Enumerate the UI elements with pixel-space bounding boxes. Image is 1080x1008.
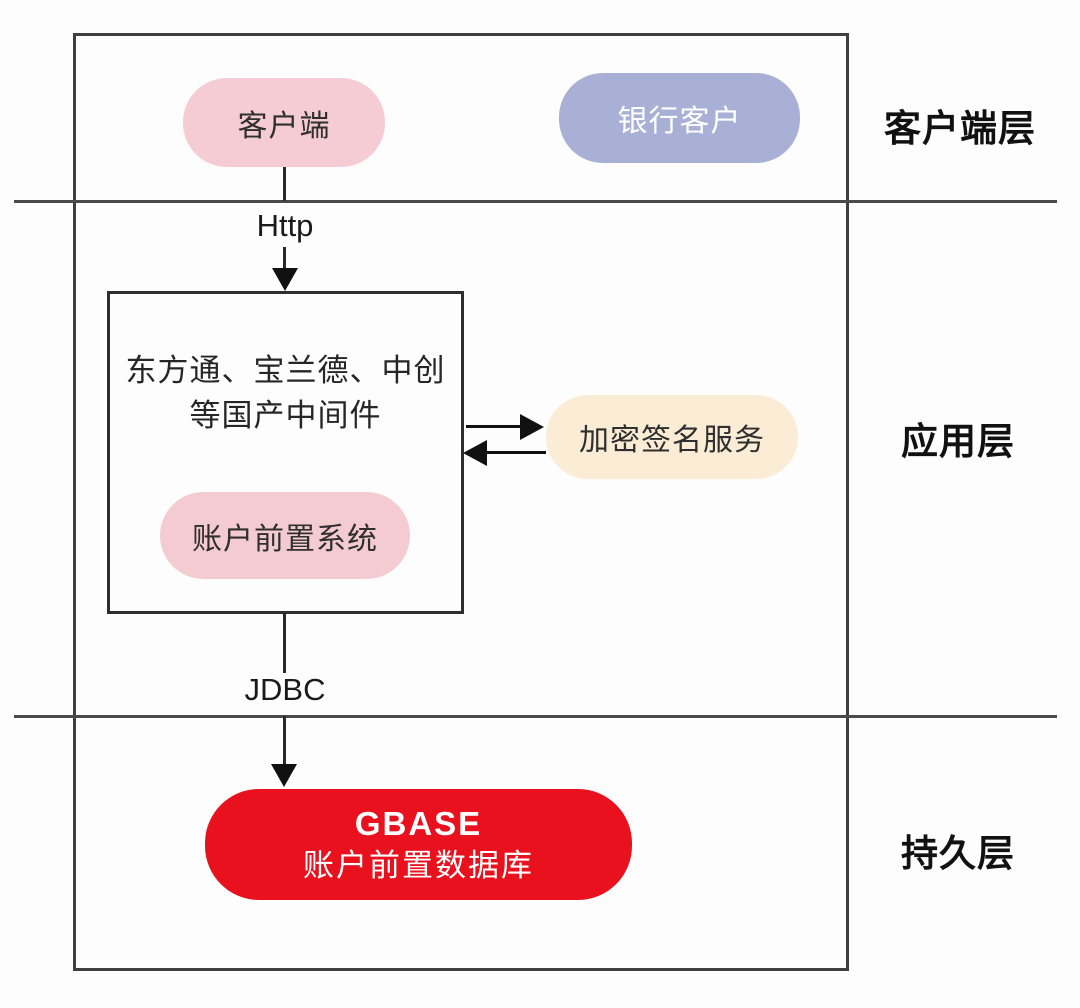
account-front-system-node: 账户前置系统 [160,492,410,579]
arrowhead-left-icon [463,440,487,466]
arrowhead-right-icon [520,414,544,440]
outer-boundary-rect [73,33,849,971]
bank-customer-node: 银行客户 [559,73,800,163]
arrowhead-down-http-icon [272,268,298,291]
account-front-system-label: 账户前置系统 [192,522,378,556]
connector-client-to-http [283,167,286,201]
middleware-box-text: 东方通、宝兰德、中创 等国产中间件 [107,348,464,438]
http-edge-label: Http [256,208,314,243]
connector-http-to-box [283,247,286,271]
gbase-database-node: GBASE 账户前置数据库 [205,789,632,900]
connector-crypto-to-box [487,451,546,454]
client-node-label: 客户端 [237,109,331,143]
layer-separator-bottom [14,715,1057,718]
middleware-line2: 等国产中间件 [189,398,382,433]
persistence-layer-label: 持久层 [901,833,1015,874]
arrowhead-down-jdbc-icon [271,764,297,787]
gbase-database-subtitle: 账户前置数据库 [303,847,534,883]
crypto-sign-service-label: 加密签名服务 [579,424,765,457]
jdbc-edge-label: JDBC [244,672,326,707]
connector-box-to-jdbc [283,613,286,673]
layer-separator-top [14,200,1057,203]
client-node: 客户端 [183,78,385,167]
connector-jdbc-to-gbase [283,716,286,766]
application-layer-label: 应用层 [901,421,1015,462]
connector-box-to-crypto [466,425,522,428]
bank-customer-node-label: 银行客户 [617,105,742,138]
crypto-sign-service-node: 加密签名服务 [546,395,798,479]
gbase-database-title: GBASE [354,804,483,842]
middleware-line1: 东方通、宝兰德、中创 [125,353,446,388]
client-layer-label: 客户端层 [884,108,1036,149]
